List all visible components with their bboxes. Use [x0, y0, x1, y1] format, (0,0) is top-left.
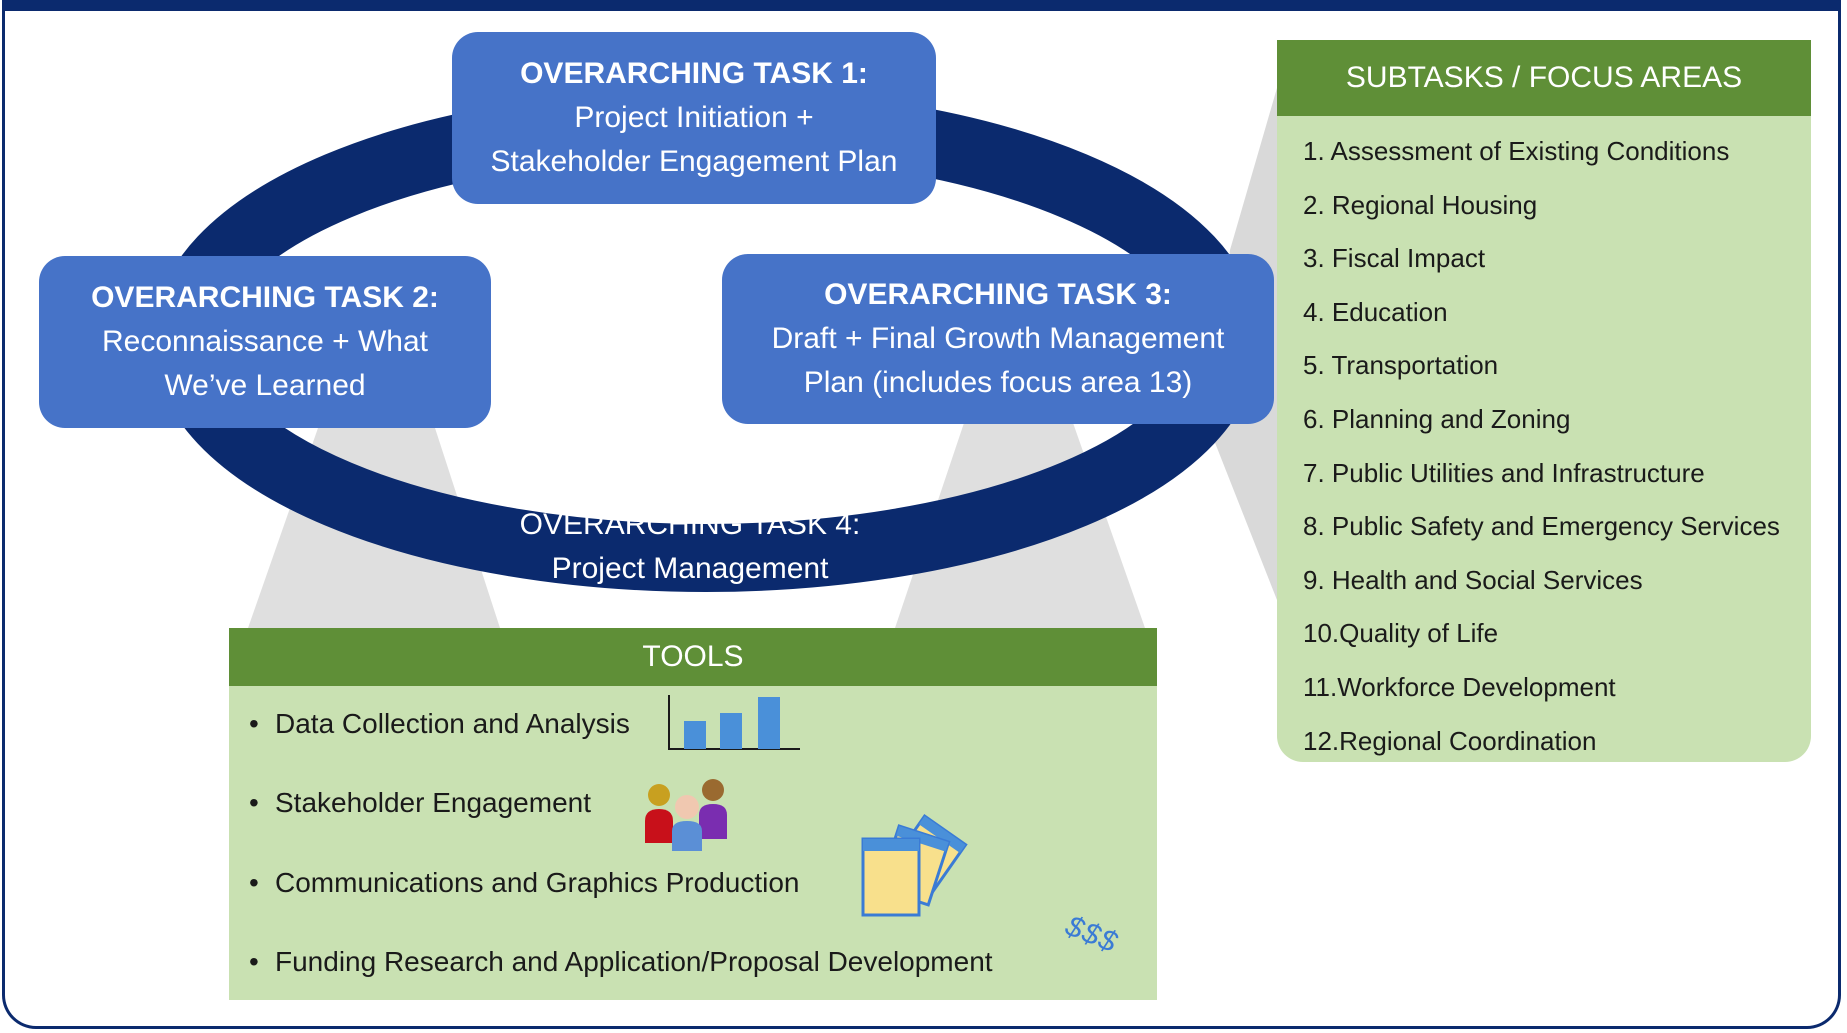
- subtasks-panel: SUBTASKS / FOCUS AREAS 1. Assessment of …: [1277, 40, 1811, 762]
- tool-item-data: • Data Collection and Analysis: [249, 708, 630, 740]
- dollar-signs-icon: $$$: [1061, 909, 1123, 960]
- bullet: •: [249, 708, 259, 739]
- task-3-desc: Draft + Final Growth Management Plan (in…: [771, 322, 1225, 399]
- subtask-item: 4. Education: [1303, 296, 1448, 327]
- tool-label: Data Collection and Analysis: [275, 708, 630, 739]
- subtask-item: 1. Assessment of Existing Conditions: [1303, 136, 1730, 166]
- tools-panel: TOOLS • Data Collection and Analysis • Sta…: [229, 628, 1157, 1000]
- task-1-title: OVERARCHING TASK 1:: [520, 57, 868, 90]
- subtask-item: 5. Transportation: [1303, 350, 1499, 381]
- people-icon: [645, 779, 727, 851]
- tool-label: Stakeholder Engagement: [275, 787, 591, 818]
- task-4-title: OVERARCHING TASK 4:: [519, 508, 861, 541]
- task-4-desc: Project Management: [551, 552, 829, 585]
- task-1-box: OVERARCHING TASK 1: Project Initiation +…: [452, 32, 936, 204]
- subtask-item: 3. Fiscal Impact: [1303, 243, 1486, 274]
- subtask-item: 9. Health and Social Services: [1303, 564, 1643, 595]
- documents-icon: [861, 813, 968, 917]
- tool-item-funding: • Funding Research and Application/Propos…: [249, 946, 993, 978]
- task-3-box: OVERARCHING TASK 3: Draft + Final Growth…: [722, 254, 1274, 424]
- subtask-item: 10.Quality of Life: [1303, 618, 1499, 649]
- task-1-desc: Project Initiation + Stakeholder Engagem…: [490, 101, 898, 178]
- subtask-item: 8. Public Safety and Emergency Services: [1303, 511, 1780, 542]
- task-2-box: OVERARCHING TASK 2: Reconnaissance + Wha…: [39, 256, 491, 428]
- bullet: •: [249, 787, 259, 818]
- subtask-item: 12.Regional Coordination: [1303, 725, 1597, 756]
- tools-header: TOOLS: [229, 628, 1157, 686]
- subtask-item: 2. Regional Housing: [1303, 189, 1538, 220]
- task-2-desc: Reconnaissance + What We’ve Learned: [101, 325, 428, 402]
- tool-label: Communications and Graphics Production: [275, 867, 800, 898]
- task-3-title: OVERARCHING TASK 3:: [824, 278, 1172, 311]
- dollar-signs-text: $$$: [1060, 909, 1123, 960]
- task-4-label: OVERARCHING TASK 4: Project Management: [470, 503, 910, 591]
- subtasks-list: 1. Assessment of Existing Conditions 2. …: [1277, 116, 1811, 768]
- subtask-item: 6. Planning and Zoning: [1303, 403, 1571, 434]
- subtask-item: 7. Public Utilities and Infrastructure: [1303, 457, 1705, 488]
- bullet: •: [249, 867, 259, 898]
- tool-item-communications: • Communications and Graphics Production: [249, 867, 799, 899]
- subtasks-header: SUBTASKS / FOCUS AREAS: [1277, 40, 1811, 116]
- task-2-title: OVERARCHING TASK 2:: [91, 281, 439, 314]
- bar-chart-icon: [668, 695, 800, 750]
- bullet: •: [249, 946, 259, 977]
- tool-label: Funding Research and Application/Proposa…: [275, 946, 993, 977]
- subtask-item: 11.Workforce Development: [1303, 671, 1616, 702]
- tool-item-stakeholder: • Stakeholder Engagement: [249, 787, 591, 819]
